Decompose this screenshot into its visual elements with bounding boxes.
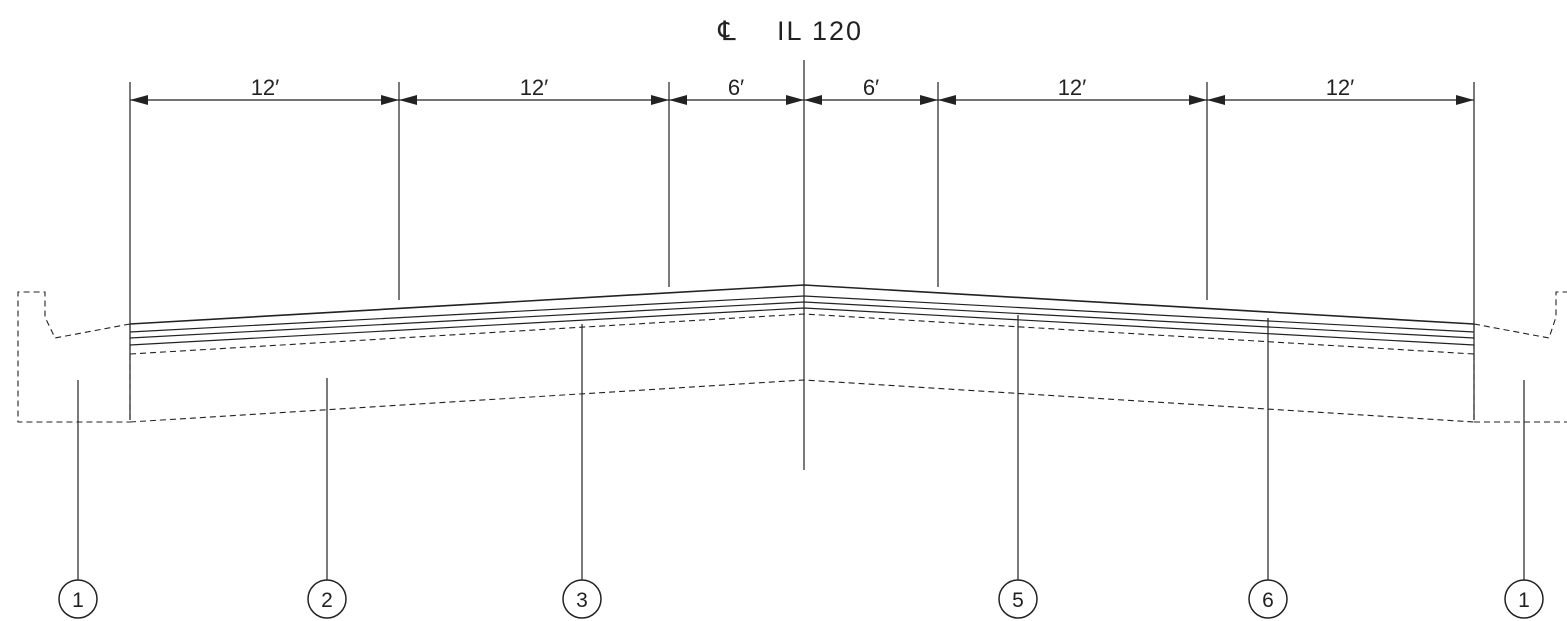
dimension-label: 6′ — [728, 75, 744, 100]
callout-5: 5 — [998, 579, 1038, 619]
dimension-label: 12′ — [520, 75, 549, 100]
dimension-label: 12′ — [251, 75, 280, 100]
callout-label: 2 — [321, 589, 333, 612]
pavement-surface — [129, 284, 1475, 346]
dimension-arrows — [130, 95, 1474, 105]
callout-label: 6 — [1262, 589, 1274, 612]
road-label: IL 120 — [777, 16, 863, 46]
dimension-label: 12′ — [1058, 75, 1087, 100]
callout-1-left: 1 — [58, 579, 98, 619]
lane-division-lines — [129, 82, 1475, 420]
callout-3: 3 — [562, 579, 602, 619]
centerline-symbol: ℄ — [717, 16, 737, 46]
dimension-label: 12′ — [1326, 75, 1355, 100]
subbase-line — [129, 379, 1475, 423]
callout-label: 5 — [1012, 589, 1024, 612]
base-course-line — [129, 313, 1475, 355]
callout-label: 3 — [576, 589, 588, 612]
callout-6: 6 — [1248, 579, 1288, 619]
callout-2: 2 — [307, 579, 347, 619]
left-curb-gutter — [17, 291, 131, 423]
callout-1-right: 1 — [1504, 579, 1544, 619]
callout-label: 1 — [1518, 589, 1530, 612]
dimension-label: 6′ — [863, 75, 879, 100]
callout-leaders — [77, 315, 1525, 580]
right-curb-gutter — [1473, 291, 1567, 339]
callout-label: 1 — [72, 589, 84, 612]
